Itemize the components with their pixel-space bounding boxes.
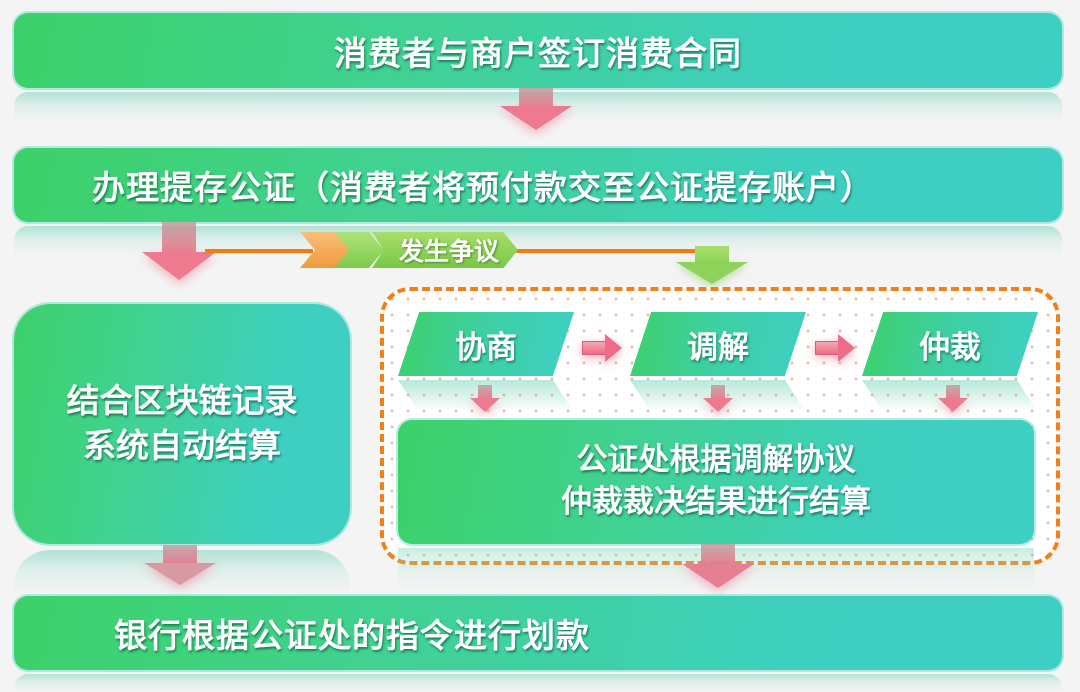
arrow-down-icon	[676, 246, 748, 286]
step-notary-escrow-label: 办理提存公证（消费者将预付款交至公证提存账户）	[92, 168, 874, 207]
stage-mediation-label: 调解	[687, 329, 749, 366]
blockchain-auto-settlement-line2: 系统自动结算	[83, 426, 281, 465]
notary-settlement-line2: 仲裁裁决结果进行结算	[561, 484, 871, 520]
step-bank-transfer-reflection	[14, 674, 1062, 692]
step-bank-transfer-label: 银行根据公证处的指令进行划款	[114, 616, 590, 655]
stage-arbitration-label: 仲裁	[919, 329, 981, 366]
step-sign-contract-label: 消费者与商户签订消费合同	[334, 33, 742, 73]
step-notary-escrow: 办理提存公证（消费者将预付款交至公证提存账户）	[14, 148, 1062, 222]
notary-settlement-line1: 公证处根据调解协议	[576, 442, 856, 479]
notary-settlement-result: 公证处根据调解协议 仲裁裁决结果进行结算	[398, 420, 1034, 544]
arrow-down-icon	[938, 385, 968, 413]
step-bank-transfer: 银行根据公证处的指令进行划款	[14, 596, 1062, 670]
dispute-label: 发生争议	[372, 232, 518, 268]
stage-negotiation-label: 协商	[455, 329, 517, 366]
arrow-down-icon	[500, 88, 572, 130]
stage-negotiation: 协商	[398, 312, 574, 376]
arrow-down-icon	[144, 545, 216, 585]
arrow-down-icon	[470, 385, 500, 413]
stage-mediation: 调解	[630, 312, 806, 376]
dispute-connector-line	[205, 249, 313, 253]
arrow-down-icon	[142, 222, 216, 280]
blockchain-auto-settlement: 结合区块链记录 系统自动结算	[14, 304, 350, 544]
dispute-connector-line	[505, 249, 695, 253]
step-sign-contract: 消费者与商户签订消费合同	[14, 13, 1062, 88]
dispute-label-text: 发生争议	[398, 237, 499, 266]
arrow-down-icon	[703, 385, 733, 413]
arrow-right-icon	[815, 334, 855, 362]
blockchain-auto-settlement-line1: 结合区块链记录	[66, 381, 298, 421]
stage-arbitration: 仲裁	[862, 312, 1038, 376]
arrow-down-icon	[682, 544, 754, 588]
arrow-right-icon	[582, 334, 622, 362]
